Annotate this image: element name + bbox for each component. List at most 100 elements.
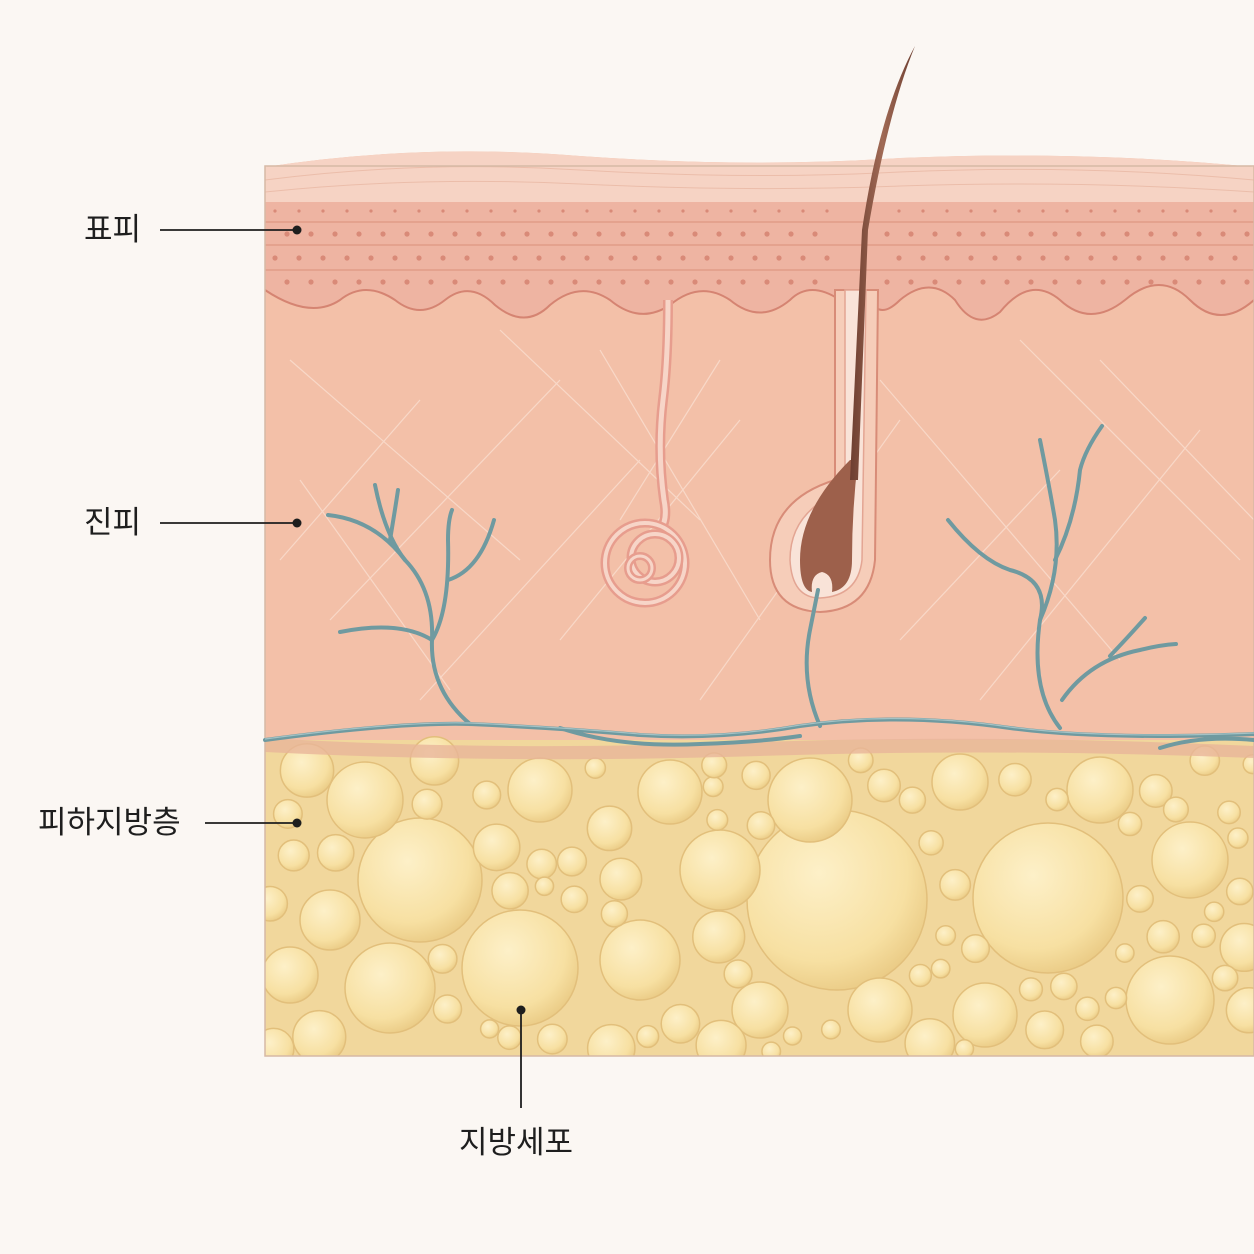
epidermis-cell-nucleus xyxy=(920,255,926,261)
fat-cell xyxy=(1225,877,1254,906)
fat-cell xyxy=(1217,800,1242,825)
label-epidermis: 표피 xyxy=(84,212,142,248)
leader-dot-subcutaneous xyxy=(292,818,302,828)
epidermis-cell-nucleus xyxy=(321,209,325,213)
epidermis-cell-nucleus xyxy=(308,231,314,237)
epidermis-cell-nucleus xyxy=(657,209,661,213)
epidermis-cell-nucleus xyxy=(428,231,434,237)
fat-cell xyxy=(960,933,991,964)
fat-cell xyxy=(931,753,989,811)
fat-cell xyxy=(432,994,463,1024)
epidermis-cell-nucleus xyxy=(716,279,722,285)
fat-cell xyxy=(1211,964,1239,992)
epidermis-cell-nucleus xyxy=(284,279,290,285)
epidermis-cell-nucleus xyxy=(1040,255,1046,261)
fat-cell xyxy=(746,809,928,991)
fat-cell xyxy=(723,959,753,989)
fat-cell xyxy=(1125,884,1154,913)
epidermis-cell-nucleus xyxy=(596,279,602,285)
epidermis-cell-nucleus xyxy=(524,231,530,237)
epidermis-cell-nucleus xyxy=(561,209,565,213)
epidermis-cell-nucleus xyxy=(1244,231,1250,237)
epidermis-cell-nucleus xyxy=(897,209,901,213)
epidermis-cell-nucleus xyxy=(428,279,434,285)
fat-cell xyxy=(706,808,729,832)
epidermis-cell-nucleus xyxy=(704,255,710,261)
epidermis-cell-nucleus xyxy=(692,231,698,237)
epidermis-cell-nucleus xyxy=(956,231,962,237)
epidermis-cell-nucleus xyxy=(1172,231,1178,237)
fat-cell xyxy=(1075,996,1100,1022)
epidermis-cell-nucleus xyxy=(585,209,589,213)
fat-cell xyxy=(1138,773,1173,808)
epidermis-cell-nucleus xyxy=(1244,279,1250,285)
fat-cell xyxy=(767,757,853,843)
fat-cell xyxy=(292,1009,347,1056)
epidermis-cell-nucleus xyxy=(884,231,890,237)
fat-cell xyxy=(692,910,746,964)
epidermis-cell-nucleus xyxy=(332,231,338,237)
epidermis-cell-nucleus xyxy=(1148,231,1154,237)
epidermis-cell-nucleus xyxy=(801,209,805,213)
epidermis-cell-nucleus xyxy=(452,279,458,285)
epidermis-cell-nucleus xyxy=(728,255,734,261)
fat-cell xyxy=(1151,821,1229,899)
epidermis-cell-nucleus xyxy=(548,279,554,285)
fat-cell xyxy=(636,1024,660,1049)
epidermis-cell-nucleus xyxy=(1100,231,1106,237)
epidermis-layer xyxy=(265,200,1254,320)
fat-cell xyxy=(1018,977,1044,1002)
epidermis-cell-nucleus xyxy=(633,209,637,213)
fat-cell xyxy=(746,811,776,841)
fat-cell xyxy=(904,1017,956,1056)
epidermis-cell-nucleus xyxy=(1089,209,1093,213)
epidermis-cell-nucleus xyxy=(644,279,650,285)
fat-cell xyxy=(679,829,761,911)
epidermis-cell-nucleus xyxy=(380,279,386,285)
fat-cell xyxy=(908,963,933,988)
epidermis-cell-nucleus xyxy=(489,209,493,213)
epidermis-cell-nucleus xyxy=(969,209,973,213)
fat-cell xyxy=(326,761,404,839)
epidermis-cell-nucleus xyxy=(956,279,962,285)
epidermis-cell-nucleus xyxy=(776,255,782,261)
epidermis-cell-nucleus xyxy=(993,209,997,213)
epidermis-cell-nucleus xyxy=(1076,279,1082,285)
fat-cell xyxy=(497,1025,522,1051)
epidermis-cell-nucleus xyxy=(980,279,986,285)
fat-cell xyxy=(599,857,643,901)
fat-cell xyxy=(1191,923,1217,949)
epidermis-cell-nucleus xyxy=(1016,255,1022,261)
epidermis-cell-nucleus xyxy=(464,255,470,261)
skin-block-outline xyxy=(264,165,1254,1057)
epidermis-cell-nucleus xyxy=(548,231,554,237)
epidermis-cell-nucleus xyxy=(740,279,746,285)
epidermis-cell-nucleus xyxy=(932,231,938,237)
epidermis-cell-nucleus xyxy=(1185,209,1189,213)
fat-cell xyxy=(847,977,913,1043)
epidermis-cell-nucleus xyxy=(800,255,806,261)
fat-cell xyxy=(265,946,319,1004)
epidermis-cell-nucleus xyxy=(284,231,290,237)
epidermis-cell-nucleus xyxy=(1196,279,1202,285)
epidermis-cell-nucleus xyxy=(896,255,902,261)
leader-dot-epidermis xyxy=(292,225,302,235)
epidermis-cell-nucleus xyxy=(1184,255,1190,261)
fat-cell xyxy=(1117,811,1143,837)
fat-cell xyxy=(479,1019,500,1039)
epidermis-cell-nucleus xyxy=(560,255,566,261)
epidermis-cell-nucleus xyxy=(908,231,914,237)
fat-cell xyxy=(918,830,944,856)
epidermis-cell-nucleus xyxy=(320,255,326,261)
epidermis-cell-nucleus xyxy=(608,255,614,261)
epidermis-cell-nucleus xyxy=(356,279,362,285)
epidermis-cell-nucleus xyxy=(1004,231,1010,237)
fat-cell xyxy=(344,942,436,1034)
fat-cell xyxy=(1203,901,1225,923)
epidermis-cell-nucleus xyxy=(1220,231,1226,237)
epidermis-cell-nucleus xyxy=(944,255,950,261)
epidermis-cell-nucleus xyxy=(345,209,349,213)
fat-cell xyxy=(427,943,458,974)
epidermis-cell-nucleus xyxy=(968,255,974,261)
